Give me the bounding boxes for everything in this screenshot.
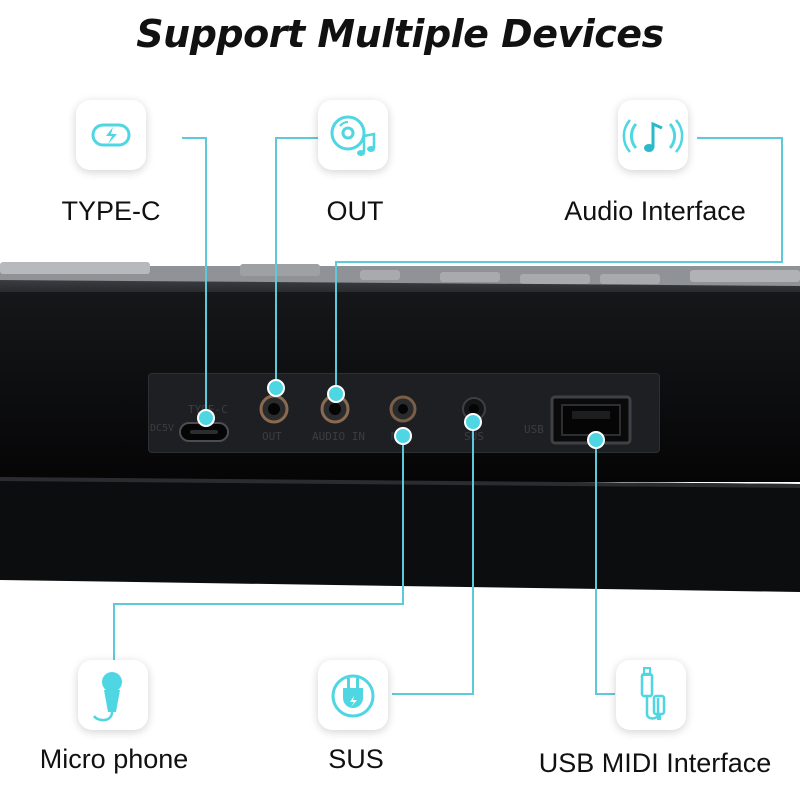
connector-panel-graphics bbox=[179, 394, 632, 445]
line-type-c bbox=[182, 137, 207, 418]
dot-out bbox=[267, 379, 285, 397]
label-usb-midi: USB MIDI Interface bbox=[538, 748, 772, 778]
plug-icon bbox=[318, 660, 388, 730]
panel-label-dc: DC5V bbox=[150, 423, 175, 434]
panel-label-usb: USB bbox=[524, 423, 544, 436]
label-audio-interface: Audio Interface bbox=[564, 196, 746, 226]
label-sus: SUS bbox=[328, 744, 384, 774]
usb-cable-icon bbox=[616, 660, 686, 730]
audio-waves-icon bbox=[618, 100, 688, 170]
dot-mic bbox=[394, 427, 412, 445]
label-out: OUT bbox=[326, 196, 384, 226]
dot-type-c bbox=[197, 409, 215, 427]
cd-music-icon bbox=[318, 100, 388, 170]
panel-label-out: OUT bbox=[262, 430, 282, 443]
line-microphone bbox=[113, 436, 404, 660]
line-sus bbox=[392, 422, 474, 695]
line-out bbox=[275, 137, 318, 388]
page-title: Support Multiple Devices bbox=[136, 12, 664, 56]
line-usb-midi bbox=[595, 440, 615, 695]
label-type-c: TYPE-C bbox=[61, 196, 161, 226]
label-microphone: Micro phone bbox=[39, 744, 189, 774]
type-c-icon bbox=[76, 100, 146, 170]
dot-sus bbox=[464, 413, 482, 431]
panel-label-audio-in: AUDIO IN bbox=[312, 430, 365, 443]
dot-usb bbox=[587, 431, 605, 449]
dot-audio-in bbox=[327, 385, 345, 403]
keyboard-rear-body bbox=[0, 262, 800, 592]
line-audio-interface bbox=[335, 137, 783, 394]
microphone-icon bbox=[78, 660, 148, 730]
